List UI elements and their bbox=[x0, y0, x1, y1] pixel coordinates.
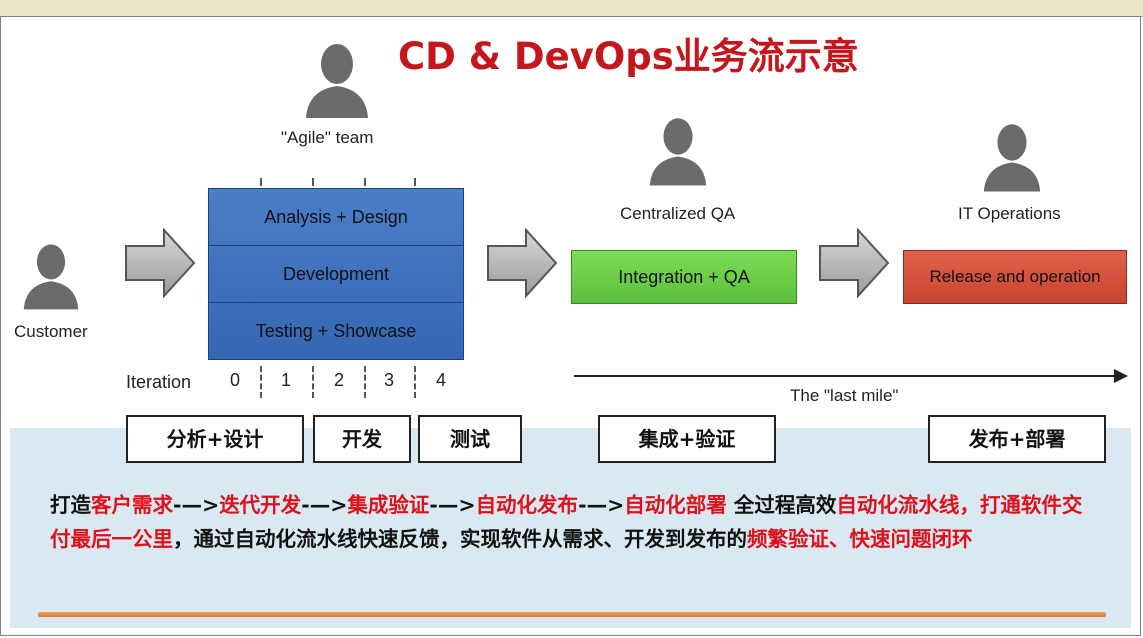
it-operations-label: IT Operations bbox=[958, 204, 1061, 223]
desc-segment: -—> bbox=[578, 493, 625, 517]
iteration-divider bbox=[312, 366, 314, 398]
iteration-tick bbox=[414, 178, 416, 186]
desc-highlight: 集成验证 bbox=[347, 493, 430, 517]
qa-to-ops-arrow-icon bbox=[818, 227, 890, 302]
bottom-rule bbox=[38, 612, 1106, 617]
desc-segment: -—> bbox=[301, 493, 348, 517]
stage-integration-verify: 集成+验证 bbox=[598, 415, 776, 463]
slide-frame bbox=[0, 16, 1141, 636]
agile-team-person-icon bbox=[304, 42, 370, 118]
last-mile-label: The "last mile" bbox=[790, 386, 899, 405]
iteration-number: 1 bbox=[281, 370, 292, 390]
desc-segment: ，通过自动化流水线快速反馈，实现软件从需求、开发到发布的 bbox=[173, 527, 747, 551]
desc-segment: -—> bbox=[429, 493, 476, 517]
iteration-number: 3 bbox=[384, 370, 395, 390]
iteration-label: Iteration bbox=[126, 372, 192, 392]
page-title: CD & DevOps业务流示意 bbox=[398, 35, 859, 78]
development-row: Development bbox=[209, 246, 463, 303]
last-mile-arrowhead-icon bbox=[1114, 369, 1128, 383]
agile-team-box: Analysis + Design Development Testing + … bbox=[208, 188, 464, 360]
iteration-divider bbox=[260, 366, 262, 398]
iteration-number: 0 bbox=[230, 370, 241, 390]
last-mile-line bbox=[574, 375, 1116, 377]
iteration-tick bbox=[260, 178, 262, 186]
stage-development: 开发 bbox=[313, 415, 411, 463]
iteration-divider bbox=[414, 366, 416, 398]
stage-analysis-design: 分析+设计 bbox=[126, 415, 304, 463]
iteration-tick bbox=[312, 178, 314, 186]
centralized-qa-label: Centralized QA bbox=[620, 204, 736, 223]
agile-team-label: "Agile" team bbox=[281, 128, 374, 147]
customer-person-icon bbox=[22, 240, 80, 312]
desc-segment: 全过程高效 bbox=[726, 493, 837, 517]
iteration-divider bbox=[364, 366, 366, 398]
desc-highlight: 迭代开发 bbox=[219, 493, 302, 517]
desc-highlight: 自动化发布 bbox=[475, 493, 579, 517]
qa-person-icon bbox=[648, 115, 708, 187]
desc-highlight: 客户需求 bbox=[91, 493, 173, 517]
ops-person-icon bbox=[982, 121, 1042, 193]
iteration-number: 4 bbox=[436, 370, 447, 390]
testing-showcase-row: Testing + Showcase bbox=[255, 321, 417, 341]
customer-to-team-arrow-icon bbox=[124, 227, 196, 302]
desc-segment: 打造 bbox=[50, 493, 91, 517]
desc-highlight: 自动化部署 bbox=[624, 493, 727, 517]
top-bar bbox=[0, 0, 1143, 17]
desc-highlight: 自动化流水线，打通软件交付最后一公里 bbox=[50, 493, 1083, 551]
analysis-design-row: Analysis + Design bbox=[209, 189, 463, 246]
team-to-qa-arrow-icon bbox=[486, 227, 558, 302]
release-operation-box: Release and operation bbox=[903, 250, 1127, 304]
customer-label: Customer bbox=[14, 322, 88, 341]
stage-testing: 测试 bbox=[418, 415, 522, 463]
iteration-tick bbox=[364, 178, 366, 186]
desc-highlight: 频繁验证、快速问题闭环 bbox=[747, 527, 973, 551]
desc-segment: -—> bbox=[173, 493, 220, 517]
summary-text: 打造客户需求-—>迭代开发-—>集成验证-—>自动化发布-—>自动化部署 全过程… bbox=[50, 488, 1090, 556]
stage-release-deploy: 发布+部署 bbox=[928, 415, 1106, 463]
integration-qa-box: Integration + QA bbox=[571, 250, 797, 304]
iteration-number: 2 bbox=[334, 370, 345, 390]
